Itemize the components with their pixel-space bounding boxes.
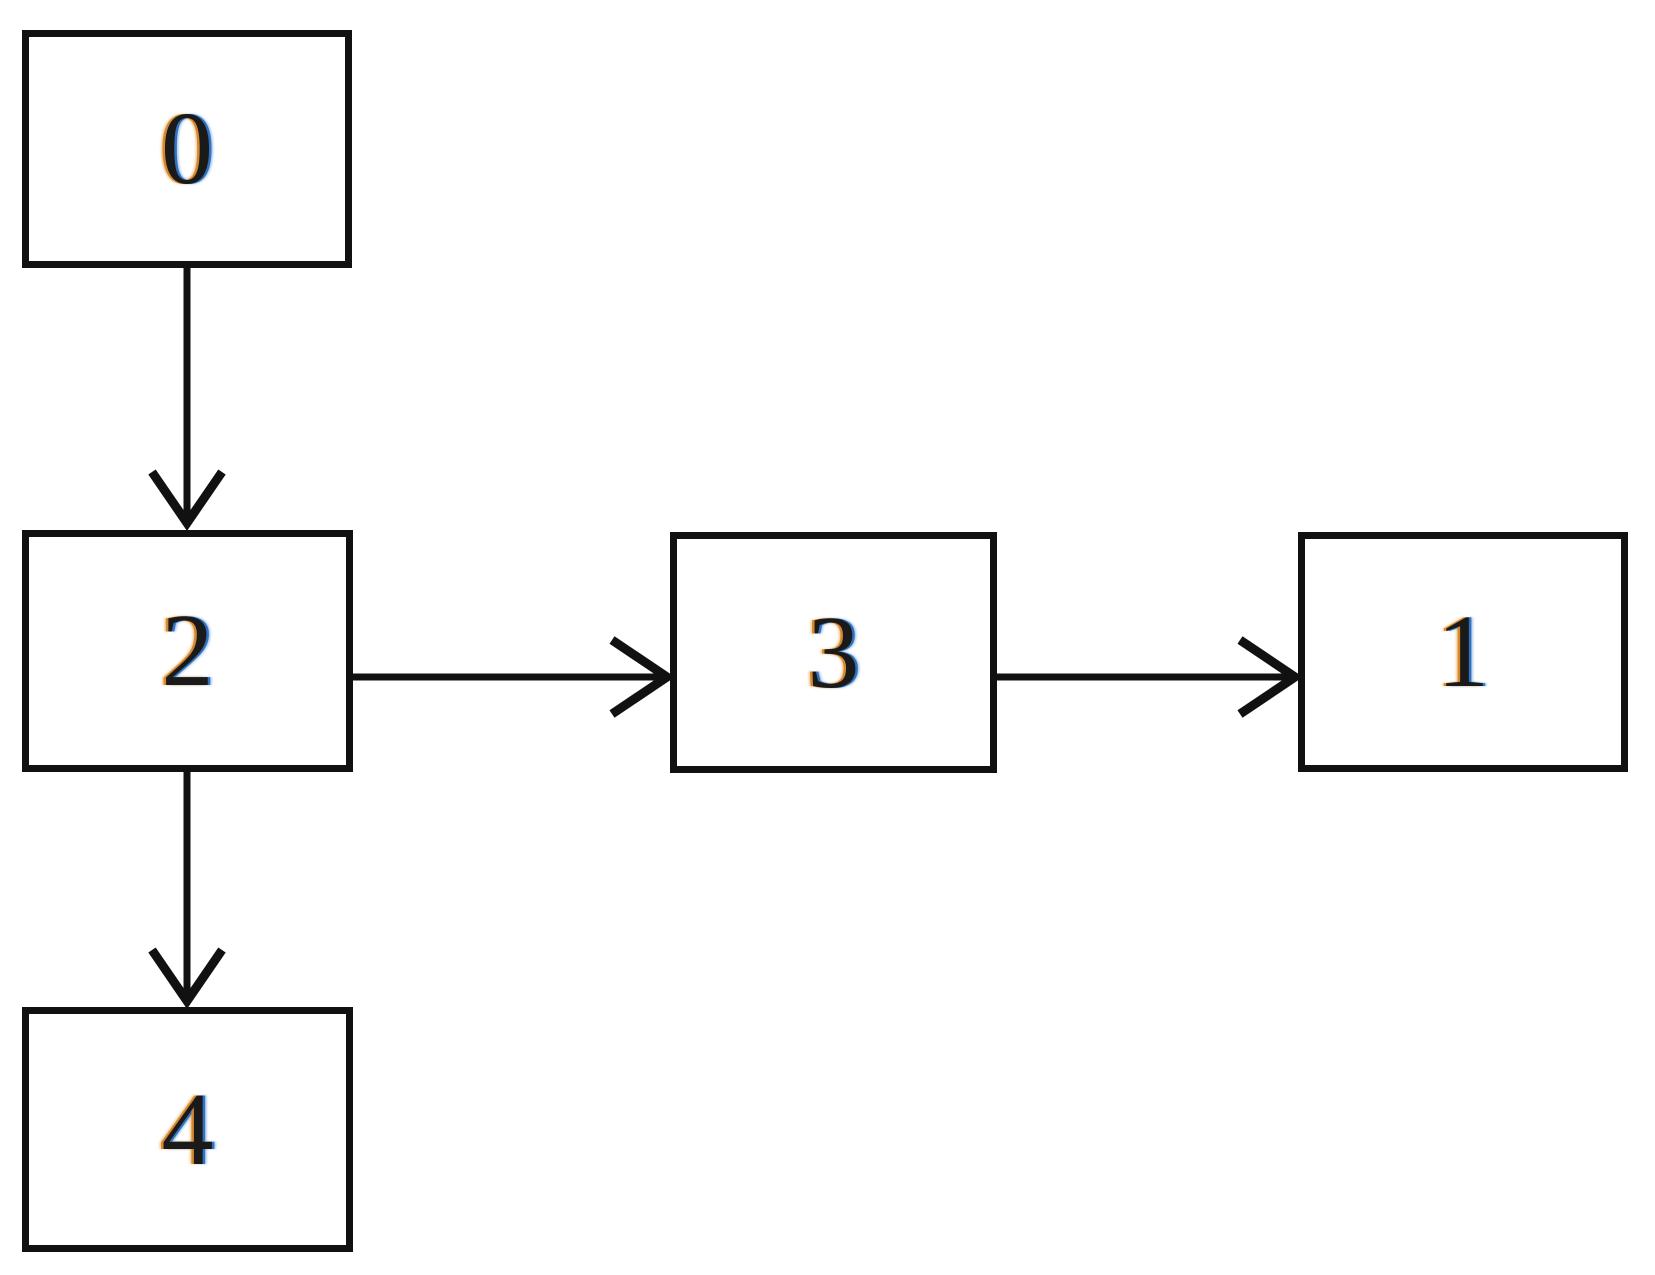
arrowhead-icon <box>1237 636 1304 718</box>
graph-node-1-label: 1 <box>1437 594 1489 709</box>
graph-node-3-label: 3 <box>807 594 860 710</box>
graph-node-0-label: 0 <box>161 91 213 206</box>
edge-3-to-1 <box>997 636 1304 718</box>
edge-2-to-4 <box>148 772 226 1009</box>
arrowhead-icon <box>148 469 226 531</box>
edge-0-to-2 <box>148 268 226 531</box>
graph-node-3[interactable]: 3 <box>670 532 997 773</box>
graph-node-2[interactable]: 2 <box>22 530 353 772</box>
graph-node-4-label: 4 <box>161 1071 214 1187</box>
edge-2-to-3 <box>353 636 676 718</box>
arrowhead-icon <box>148 947 226 1009</box>
graph-node-2-label: 2 <box>161 593 214 708</box>
graph-node-1[interactable]: 1 <box>1298 532 1628 772</box>
graph-node-4[interactable]: 4 <box>22 1007 353 1252</box>
graph-node-0[interactable]: 0 <box>22 30 352 268</box>
arrowhead-icon <box>609 636 676 718</box>
